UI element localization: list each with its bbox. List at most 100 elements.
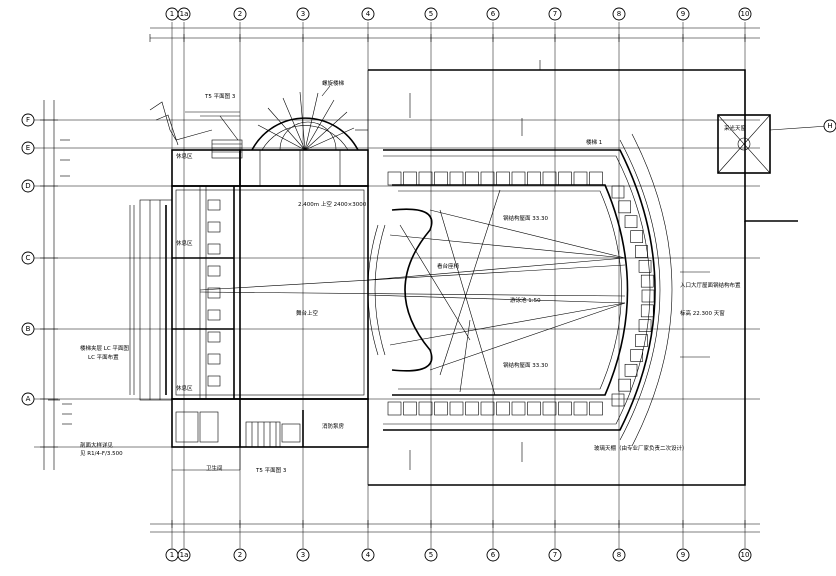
axis-top-3-circle — [296, 7, 310, 21]
label-bottom-left-2: 见 R1/4-F/3.500 — [80, 450, 123, 457]
pool-column-right — [638, 319, 652, 333]
pool-column-right — [638, 259, 652, 273]
pool-column-right — [635, 334, 648, 347]
pool-column-top — [449, 171, 464, 186]
label-t5-bottom: T5 平面图 3 — [255, 466, 287, 474]
axis-left-C-circle — [21, 251, 35, 265]
pool-column-bottom — [511, 401, 526, 416]
pool-column-right — [635, 245, 648, 258]
axis-bottom-1a-circle — [177, 548, 191, 562]
pool-column-bottom — [496, 401, 510, 416]
label-pool-center: 游泳池 1:50 — [510, 296, 541, 304]
toilet-fixtures — [207, 199, 221, 387]
axis-left-A-circle — [21, 392, 35, 406]
toilet-fixture — [207, 199, 221, 211]
pool-column-right — [640, 304, 654, 318]
axis-extra-H-circle — [823, 119, 836, 133]
axis-bottom-7-label: 7 — [553, 551, 557, 559]
axis-bottom-2-label: 2 — [238, 551, 242, 559]
axis-bottom-5-label: 5 — [429, 551, 433, 559]
grid-lines-horizontal — [34, 119, 760, 448]
pool-column-right — [641, 289, 655, 303]
pool-columns-top — [387, 171, 603, 186]
label-room-bottom: 消防泵房 — [322, 422, 345, 430]
pool-column-top — [511, 171, 526, 186]
axis-bottom-3-circle — [296, 548, 310, 562]
pool-column-bottom — [449, 401, 464, 416]
pool-column-top — [558, 171, 572, 186]
axis-bottom-8-label: 8 — [617, 551, 621, 559]
pool-column-bottom — [558, 401, 572, 416]
axis-bottom-6-circle — [486, 548, 500, 562]
pool-column-top — [387, 171, 402, 186]
pool-column-bottom — [387, 401, 402, 416]
pool-column-top — [527, 171, 541, 186]
label-lobby-3: 休息区 — [176, 152, 193, 160]
pool-columns-bottom — [387, 401, 603, 416]
pool-column-right — [624, 215, 638, 229]
label-t5-top: T5 平面图 3 — [204, 92, 236, 100]
toilet-fixture — [207, 353, 221, 365]
dimension-lines-bottom — [150, 520, 760, 533]
axis-top-9-circle — [676, 7, 690, 21]
left-exterior-lines — [48, 205, 135, 401]
axis-top-1a-circle — [177, 7, 191, 21]
axis-bottom-4-circle — [361, 548, 375, 562]
axis-top-7-label: 7 — [553, 10, 557, 18]
pool-column-bottom — [542, 401, 557, 416]
axis-left-C-label: C — [26, 254, 31, 262]
pool-column-right — [640, 274, 654, 288]
entrance-marks — [409, 60, 710, 470]
axis-bottom-6-label: 6 — [491, 551, 496, 559]
pool-column-top — [589, 171, 603, 186]
label-room-bottom-2: 卫生间 — [206, 464, 223, 472]
axis-bottom-9-circle — [676, 548, 690, 562]
axis-left-D-label: D — [25, 182, 30, 190]
axis-top-8-circle — [612, 7, 626, 21]
bottom-service-rooms — [171, 398, 369, 471]
pool-column-bottom — [480, 401, 495, 416]
axis-top-10-label: 10 — [741, 10, 750, 18]
pool-columns-right — [611, 185, 655, 407]
label-stair-note: 楼梯 1 — [586, 138, 602, 146]
axis-top-6-circle — [486, 7, 500, 21]
axis-left-A-label: A — [26, 395, 31, 403]
axis-top-5-label: 5 — [429, 10, 433, 18]
pool-column-bottom — [589, 401, 603, 416]
pool-column-top — [573, 171, 588, 186]
pool-column-right — [618, 378, 631, 392]
label-roof-1: 钢结构屋面 33.30 — [503, 214, 548, 222]
toilet-fixture — [207, 309, 221, 321]
dimension-lines-left — [40, 100, 72, 470]
axis-top-9-label: 9 — [681, 10, 685, 18]
axis-bottom-9-label: 9 — [681, 551, 685, 559]
axis-bottom-4-label: 4 — [366, 551, 371, 559]
toilet-fixture — [207, 265, 221, 277]
pool-column-right — [624, 363, 638, 377]
pool-column-top — [434, 171, 448, 186]
label-lobby-2: 休息区 — [176, 384, 193, 392]
spiral-stair — [251, 85, 368, 151]
pool-column-right — [630, 230, 644, 243]
label-entrance-right: 入口大厅屋面钢结构布置 — [680, 281, 741, 289]
label-hall-center: 舞台上空 — [296, 309, 319, 317]
toilet-fixture — [207, 375, 221, 387]
annotation-labels: T5 平面图 3 螺旋楼梯 休息区 休息区 休息区 舞台上空 2.400m 上空… — [80, 79, 747, 474]
label-left-note-1: 楼梯夹层 LC 平面图 — [80, 344, 129, 352]
axis-top-8-label: 8 — [617, 10, 621, 18]
pool-column-top — [480, 171, 495, 186]
label-bottom-left-1: 剖面大样详见 — [80, 441, 114, 449]
label-lobby-1: 休息区 — [176, 239, 193, 247]
toilet-fixture — [207, 331, 221, 343]
pool-column-bottom — [573, 401, 588, 416]
label-roof-2: 钢结构屋面 33.30 — [503, 361, 548, 369]
axis-bottom-1a-label: 1a — [180, 551, 189, 559]
axis-top-2-label: 2 — [238, 10, 242, 18]
axis-top-4-circle — [361, 7, 375, 21]
pool-column-bottom — [418, 401, 433, 416]
dimension-lines-top — [149, 27, 760, 42]
axis-left-B-circle — [21, 322, 35, 336]
